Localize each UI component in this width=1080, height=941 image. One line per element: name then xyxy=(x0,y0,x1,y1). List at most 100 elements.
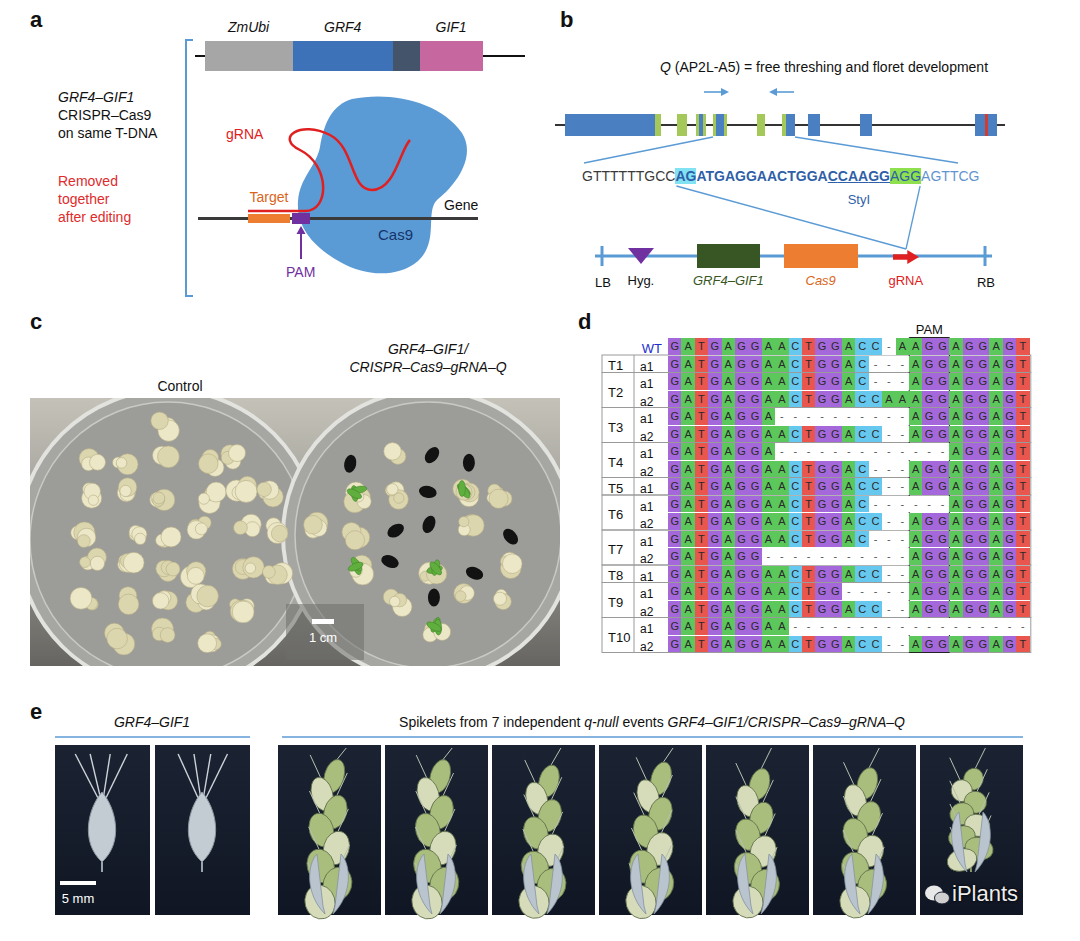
base-cell: T xyxy=(1016,548,1029,565)
base-cell: G xyxy=(829,461,842,478)
base-cell: C xyxy=(869,636,882,653)
base-cell: C xyxy=(855,566,868,583)
base-cell: T xyxy=(1016,408,1029,425)
base-cell: G xyxy=(748,443,761,460)
base-cell: C xyxy=(789,513,802,530)
base-cell: C xyxy=(855,513,868,530)
base-cell: T xyxy=(695,618,708,635)
base-cell: - xyxy=(829,443,842,460)
base-cell: G xyxy=(668,636,681,653)
base-cell: G xyxy=(748,601,761,618)
base-cell: - xyxy=(802,618,815,635)
base-cell: - xyxy=(869,618,882,635)
base-cell: G xyxy=(922,391,935,408)
base-cell: - xyxy=(869,496,882,513)
base-cell: A xyxy=(775,566,788,583)
label-slot: 5 mm xyxy=(62,889,95,907)
base-cell: G xyxy=(668,583,681,600)
allele-label: a1 xyxy=(640,570,653,585)
base-cell: A xyxy=(909,478,922,495)
base-cell: T xyxy=(695,531,708,548)
base-cell: T xyxy=(695,478,708,495)
base-cell: G xyxy=(1003,426,1016,443)
grna-label: gRNA xyxy=(226,125,263,143)
base-cell: G xyxy=(963,548,976,565)
base-cell: A xyxy=(722,338,735,355)
removal-note: Removed together after editing xyxy=(58,172,133,226)
label-slot: RB xyxy=(977,273,995,291)
base-cell: - xyxy=(963,618,976,635)
base: C xyxy=(665,168,675,184)
base-cell: C xyxy=(789,391,802,408)
base-cell: G xyxy=(748,496,761,513)
base-cell: - xyxy=(802,443,815,460)
gene-box-shape xyxy=(293,41,393,71)
base-cell: A xyxy=(762,461,775,478)
base-cell: G xyxy=(1003,566,1016,583)
base-cell: T xyxy=(1016,391,1029,408)
base-cell: - xyxy=(896,513,909,530)
base-cell: G xyxy=(976,408,989,425)
base-cell: G xyxy=(1003,478,1016,495)
base-cell: G xyxy=(829,391,842,408)
base-cell: G xyxy=(963,373,976,390)
label-slot: GATGAGGAA------------------ xyxy=(668,618,1030,635)
base-cell: T xyxy=(695,408,708,425)
base-cell: - xyxy=(882,373,895,390)
base: C xyxy=(777,168,787,184)
base-cell: G xyxy=(976,356,989,373)
base-cell: G xyxy=(708,373,721,390)
base-cell: T xyxy=(802,356,815,373)
base-cell: G xyxy=(708,531,721,548)
sequence-row: GATGAGGA----------AGGAGGAGT xyxy=(668,408,1030,425)
base: T xyxy=(636,168,645,184)
base-cell: G xyxy=(708,356,721,373)
base-cell: G xyxy=(963,583,976,600)
base-cell: C xyxy=(789,531,802,548)
base-cell: G xyxy=(1003,548,1016,565)
base-cell: T xyxy=(802,531,815,548)
label-slot: GATGAGGAACTGGACC--AGGAGGAGT xyxy=(668,513,1030,530)
base-cell: - xyxy=(896,636,909,653)
base-cell: G xyxy=(936,531,949,548)
base-cell: T xyxy=(1016,531,1029,548)
base-cell: - xyxy=(842,443,855,460)
base-cell: - xyxy=(815,443,828,460)
base-cell: A xyxy=(722,408,735,425)
base-cell: A xyxy=(681,338,694,355)
base-cell: G xyxy=(735,426,748,443)
base: G xyxy=(879,168,890,184)
label-slot: T2 xyxy=(608,383,623,401)
base-cell: - xyxy=(842,583,855,600)
base-cell: A xyxy=(842,566,855,583)
base-cell: A xyxy=(989,426,1002,443)
base-cell: A xyxy=(775,601,788,618)
base-cell: G xyxy=(1003,408,1016,425)
base-cell: A xyxy=(722,443,735,460)
base-cell: G xyxy=(748,426,761,443)
base-cell: - xyxy=(882,478,895,495)
base-cell: C xyxy=(855,373,868,390)
sequence-row: GATGAGG-----------AGGAGGAGT xyxy=(668,548,1030,565)
base-cell: G xyxy=(815,373,828,390)
base-cell: T xyxy=(1016,478,1029,495)
base-cell: A xyxy=(762,408,775,425)
base-cell: C xyxy=(855,461,868,478)
base-cell: A xyxy=(775,513,788,530)
base-cell: A xyxy=(909,636,922,653)
base-cell: A xyxy=(949,636,962,653)
base-cell: G xyxy=(936,513,949,530)
base-cell: G xyxy=(708,583,721,600)
label-slot: StyI xyxy=(848,190,870,208)
base-cell: A xyxy=(681,391,694,408)
base-cell: - xyxy=(882,496,895,513)
dish-label: GRF4–GIF1/ CRISPR–Cas9–gRNA–Q xyxy=(343,340,513,376)
label-slot: GATGAGGA-------------AGGAGT xyxy=(668,443,1030,460)
base-cell: A xyxy=(681,583,694,600)
base-cell: G xyxy=(708,408,721,425)
base-cell: G xyxy=(936,356,949,373)
base-cell: G xyxy=(668,548,681,565)
base-cell: G xyxy=(922,601,935,618)
base-cell: G xyxy=(748,531,761,548)
base-cell: - xyxy=(896,496,909,513)
